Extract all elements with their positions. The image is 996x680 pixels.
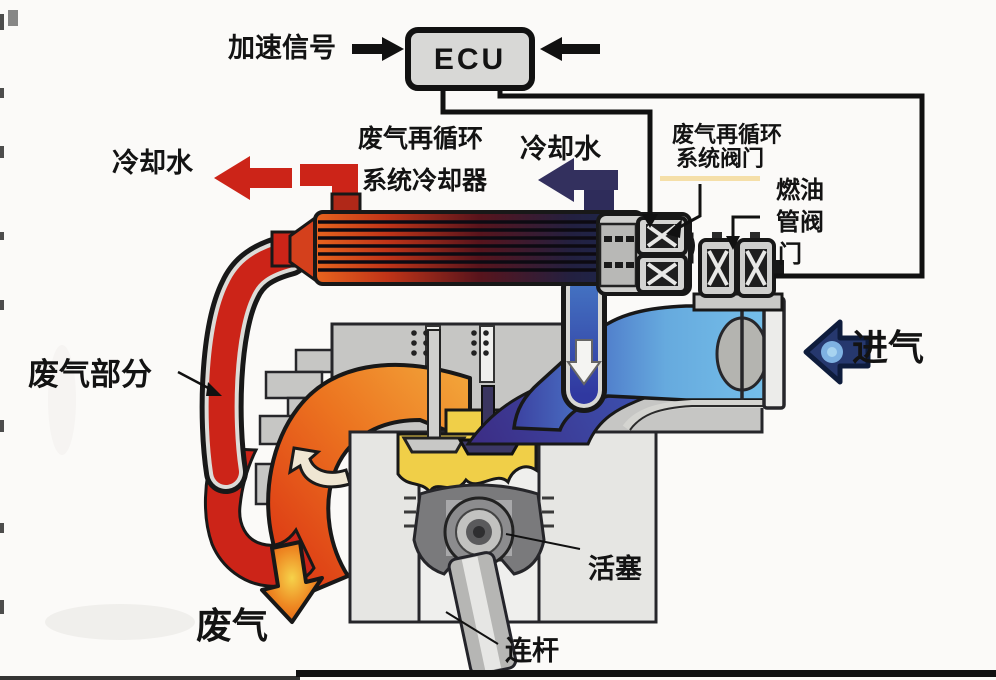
accel-signal-arrow-icon: [352, 37, 404, 61]
sensor-input-arrow-icon: [540, 37, 600, 61]
fuel-valve-wire-nub: [774, 260, 784, 274]
exhaust-portion-label: 废气部分: [28, 357, 152, 392]
egr-cooler-label-line2: 系统冷却器: [362, 166, 488, 195]
exhaust-valve-head: [401, 436, 467, 454]
ring-groove-marks: [404, 496, 554, 528]
engine-cylinder-block: [348, 408, 658, 677]
leader-arrowhead-icon: [666, 219, 682, 238]
ecu-box: ECU: [405, 27, 535, 91]
leader-arrowhead-icon: [726, 236, 740, 250]
piston-label: 活塞: [588, 553, 642, 584]
intake-arrow-icon: [803, 319, 871, 385]
duct-lower-casing: [622, 400, 770, 431]
fuel-pipe-valve: [692, 232, 784, 312]
egr-valve-label-line1: 废气再循环: [672, 122, 782, 147]
coolant-in-arrow-icon: [538, 158, 618, 202]
intake-flange: [762, 296, 786, 410]
intake-label: 进气: [852, 327, 924, 368]
accel-signal-label: 加速信号: [228, 33, 336, 63]
cooler-fins: [318, 220, 640, 272]
coolant-out-label: 冷却水: [112, 148, 194, 178]
ecu-wires: [440, 88, 925, 279]
fuel-valve-label-line2: 管阀: [776, 208, 824, 236]
leader-arrowhead-icon: [206, 382, 222, 396]
exhaust-manifold: [199, 233, 472, 624]
exhaust-out-arrow-icon: [260, 540, 324, 624]
egr-cooler-label-line1: 废气再循环: [358, 124, 483, 153]
egr-valve-label-line2: 系统阀门: [676, 146, 764, 171]
bottom-border-line: [296, 670, 996, 677]
egr-valve-label-underline: [660, 176, 760, 181]
exhaust-valve-stem: [427, 329, 441, 441]
coolant-in-label: 冷却水: [520, 134, 602, 164]
egr-flow-down-arrow-icon: [566, 339, 602, 386]
wire-to-fuel-valve: [497, 88, 925, 279]
wire-to-egr-valve: [440, 88, 653, 218]
egr-valve-connector: [598, 222, 638, 288]
piston: [412, 483, 546, 576]
egr-cooler: [270, 164, 694, 286]
leader-lines: [177, 184, 760, 645]
connecting-rod-label: 连杆: [505, 635, 559, 666]
recirculation-curve-arrow-icon: [287, 446, 352, 489]
fuel-valve-label-line3: 门: [778, 240, 802, 268]
exhaust-out-label: 废气: [196, 605, 268, 646]
egr-hot-pipe: [199, 233, 310, 494]
fuel-valve-label-line1: 燃油: [776, 177, 824, 204]
wire-arrowhead-icon: [642, 214, 658, 228]
connecting-rod: [447, 551, 518, 677]
scan-artifacts: [0, 10, 195, 640]
coolant-out-arrow-icon: [214, 156, 292, 200]
bottom-border-thin: [0, 676, 300, 680]
ecu-label: ECU: [434, 43, 506, 76]
